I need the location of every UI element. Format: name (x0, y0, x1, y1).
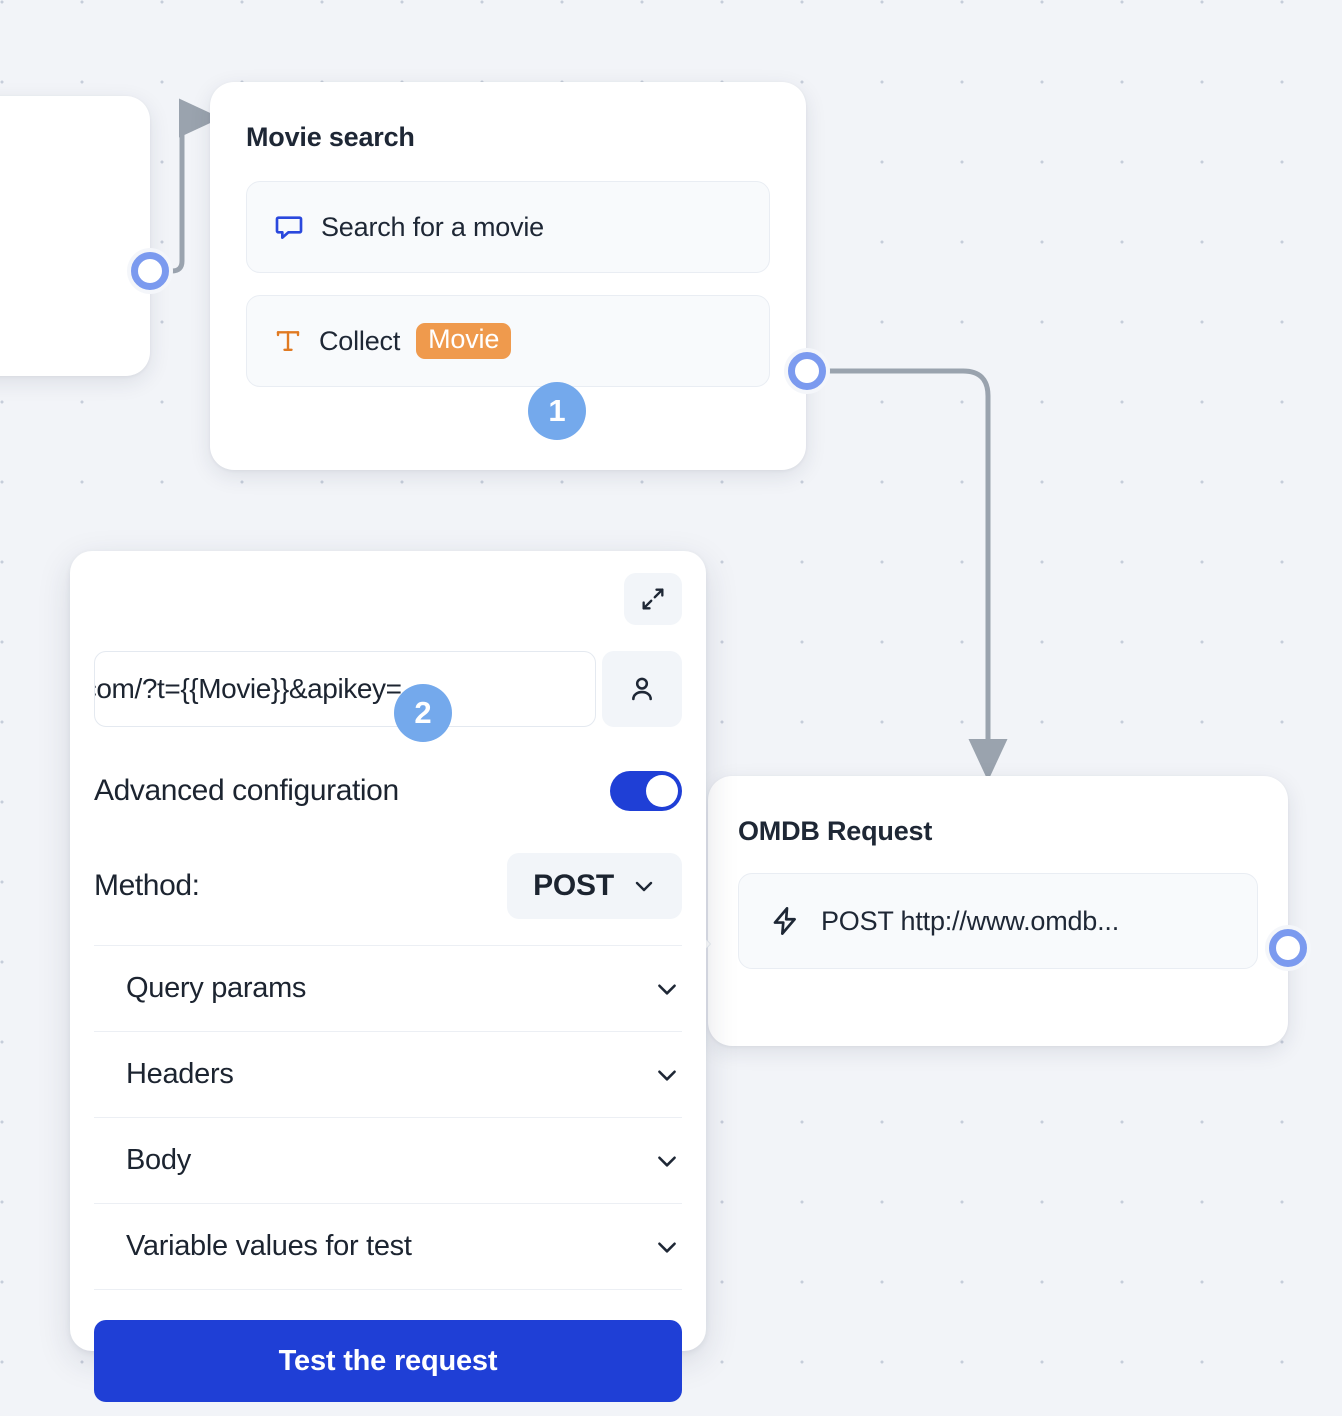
node-row-post-request[interactable]: POST http://www.omdb... (738, 873, 1258, 969)
advanced-configuration-label: Advanced configuration (94, 774, 399, 807)
request-config-panel[interactable]: ıpi.com/?t={{Movie}}&apikey= Advanced co… (70, 551, 706, 1402)
connector-handle-partial-left-output[interactable] (127, 248, 173, 294)
method-label: Method: (94, 869, 200, 902)
section-variable-values-for-test[interactable]: Variable values for test (94, 1204, 682, 1290)
user-icon (626, 673, 658, 705)
chevron-down-icon (654, 1062, 680, 1088)
node-card-partial-left[interactable] (0, 96, 150, 376)
chevron-down-icon (632, 874, 656, 898)
section-body[interactable]: Body (94, 1118, 682, 1204)
node-row-search-for-a-movie[interactable]: Search for a movie (246, 181, 770, 273)
request-url-value: ıpi.com/?t={{Movie}}&apikey= (95, 673, 402, 704)
section-headers[interactable]: Headers (94, 1032, 682, 1118)
url-row: ıpi.com/?t={{Movie}}&apikey= (94, 651, 682, 727)
chevron-down-icon (654, 1148, 680, 1174)
expand-diagonal-icon (639, 585, 667, 613)
method-value: POST (533, 869, 614, 902)
chevron-down-icon (654, 976, 680, 1002)
step-badge-2: 2 (394, 684, 452, 742)
method-select[interactable]: POST (507, 853, 682, 919)
section-query-params[interactable]: Query params (94, 946, 682, 1032)
advanced-configuration-row: Advanced configuration (94, 771, 682, 811)
test-the-request-button[interactable]: Test the request (94, 1320, 682, 1402)
chat-bubble-icon (273, 211, 305, 243)
panel-toolbar (94, 573, 682, 625)
connector-handle-movie-search-output[interactable] (784, 348, 830, 394)
node-row-label: Search for a movie (321, 211, 544, 242)
request-url-input[interactable]: ıpi.com/?t={{Movie}}&apikey= (94, 651, 596, 727)
section-label: Query params (126, 972, 307, 1004)
connector-handle-omdb-request-output[interactable] (1265, 925, 1311, 971)
node-row-collect-movie[interactable]: Collect Movie (246, 295, 770, 387)
variable-badge-movie[interactable]: Movie (416, 323, 512, 359)
section-label: Body (126, 1144, 191, 1176)
auth-user-button[interactable] (602, 651, 682, 727)
node-title-omdb-request: OMDB Request (738, 816, 933, 846)
text-type-icon (273, 326, 303, 356)
method-row: Method: POST (94, 853, 682, 946)
section-label: Variable values for test (126, 1230, 412, 1262)
lightning-bolt-icon (769, 905, 801, 937)
step-badge-1: 1 (528, 382, 586, 440)
section-label: Headers (126, 1058, 234, 1090)
node-row-label: POST http://www.omdb... (821, 905, 1120, 936)
node-card-movie-search[interactable]: Movie search Search for a movie Collect … (210, 82, 806, 470)
node-card-omdb-request[interactable]: OMDB Request POST http://www.omdb... (708, 776, 1288, 1046)
advanced-configuration-toggle[interactable] (610, 771, 682, 811)
node-row-label: Collect (319, 325, 401, 356)
expand-panel-button[interactable] (624, 573, 682, 625)
chevron-down-icon (654, 1234, 680, 1260)
node-title-movie-search: Movie search (246, 122, 415, 152)
